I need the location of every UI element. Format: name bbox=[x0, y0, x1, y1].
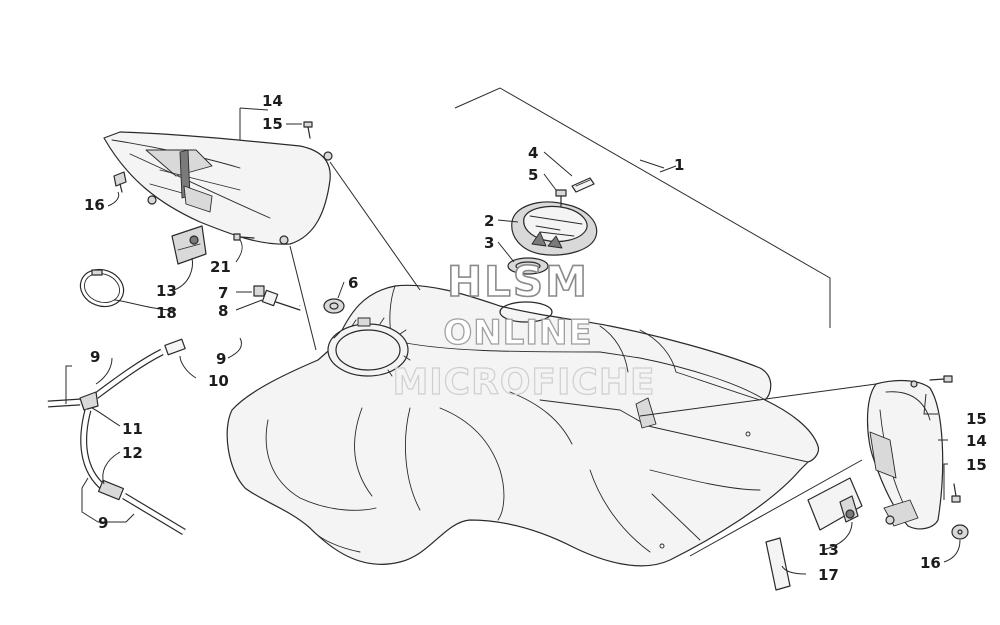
callout-10: 10 bbox=[208, 372, 229, 390]
panel-bracket-right bbox=[807, 477, 863, 531]
callout-7: 7 bbox=[218, 284, 228, 302]
vent-hose-left bbox=[47, 348, 164, 408]
callout-9-c: 9 bbox=[98, 514, 108, 532]
callout-2: 2 bbox=[484, 212, 494, 230]
callout-18: 18 bbox=[156, 304, 177, 322]
callout-9-a: 9 bbox=[90, 348, 100, 366]
callout-14-b: 14 bbox=[966, 432, 987, 450]
fuel-cap bbox=[511, 201, 598, 256]
grommet bbox=[323, 298, 345, 314]
cap-screw bbox=[555, 189, 567, 207]
vent-hose-down bbox=[80, 409, 107, 491]
leader-panel-tank-2 bbox=[289, 245, 317, 351]
watermark-line1: HLSM bbox=[447, 257, 589, 306]
tee-fitting bbox=[79, 391, 99, 411]
assembly-bracket bbox=[454, 87, 831, 328]
leader-right-panel-2 bbox=[689, 459, 863, 557]
callout-15-a: 15 bbox=[262, 115, 283, 133]
callout-15-c: 15 bbox=[966, 456, 987, 474]
watermark: HLSM ONLINE MICROFICHE bbox=[392, 256, 655, 403]
screw-15-right-lower bbox=[951, 483, 961, 503]
watermark-line3: MICROFICHE bbox=[392, 362, 655, 403]
callout-12: 12 bbox=[122, 444, 143, 462]
cap-gasket bbox=[507, 257, 549, 275]
cap-decal bbox=[571, 177, 595, 193]
callout-8: 8 bbox=[218, 302, 228, 320]
callout-3: 3 bbox=[484, 234, 494, 252]
vent-hose-lower bbox=[122, 492, 186, 536]
vent-hose-upper bbox=[183, 305, 304, 348]
callout-13-b: 13 bbox=[818, 541, 839, 559]
filler-neck bbox=[327, 317, 411, 377]
hose-clamp bbox=[79, 268, 125, 308]
side-panel-right bbox=[866, 379, 944, 530]
callout-5: 5 bbox=[528, 166, 538, 184]
callout-labels: 1 2 3 4 5 6 7 8 9 9 9 10 11 12 13 13 14 … bbox=[84, 92, 987, 584]
callout-17: 17 bbox=[818, 566, 839, 584]
screw-21 bbox=[233, 233, 255, 241]
hose-connector bbox=[164, 338, 186, 356]
watermark-line2: ONLINE bbox=[443, 313, 592, 353]
side-panel-left bbox=[103, 131, 333, 245]
callout-16-b: 16 bbox=[920, 554, 941, 572]
screw-15-right-upper bbox=[929, 375, 953, 383]
callout-21: 21 bbox=[210, 258, 231, 276]
callout-14-a: 14 bbox=[262, 92, 283, 110]
panel-bracket-left bbox=[171, 225, 207, 265]
check-valve bbox=[97, 479, 125, 501]
callout-6: 6 bbox=[348, 274, 358, 292]
leader-panel-tank bbox=[329, 161, 421, 291]
callout-9-b: 9 bbox=[216, 350, 226, 368]
leader-right-panel-1 bbox=[639, 383, 877, 417]
fastener-16-left bbox=[113, 171, 127, 193]
screw-15-left bbox=[303, 121, 313, 139]
tank-filler-opening bbox=[499, 301, 553, 323]
callout-16-a: 16 bbox=[84, 196, 105, 214]
callout-4: 4 bbox=[528, 144, 538, 162]
foam-strip bbox=[765, 537, 791, 591]
callout-13-a: 13 bbox=[156, 282, 177, 300]
fastener-16-right bbox=[951, 524, 969, 540]
callout-11: 11 bbox=[122, 420, 143, 438]
fuel-fitting bbox=[253, 285, 301, 311]
callout-leaders bbox=[65, 107, 961, 575]
callout-15-b: 15 bbox=[966, 410, 987, 428]
callout-1: 1 bbox=[674, 156, 684, 174]
